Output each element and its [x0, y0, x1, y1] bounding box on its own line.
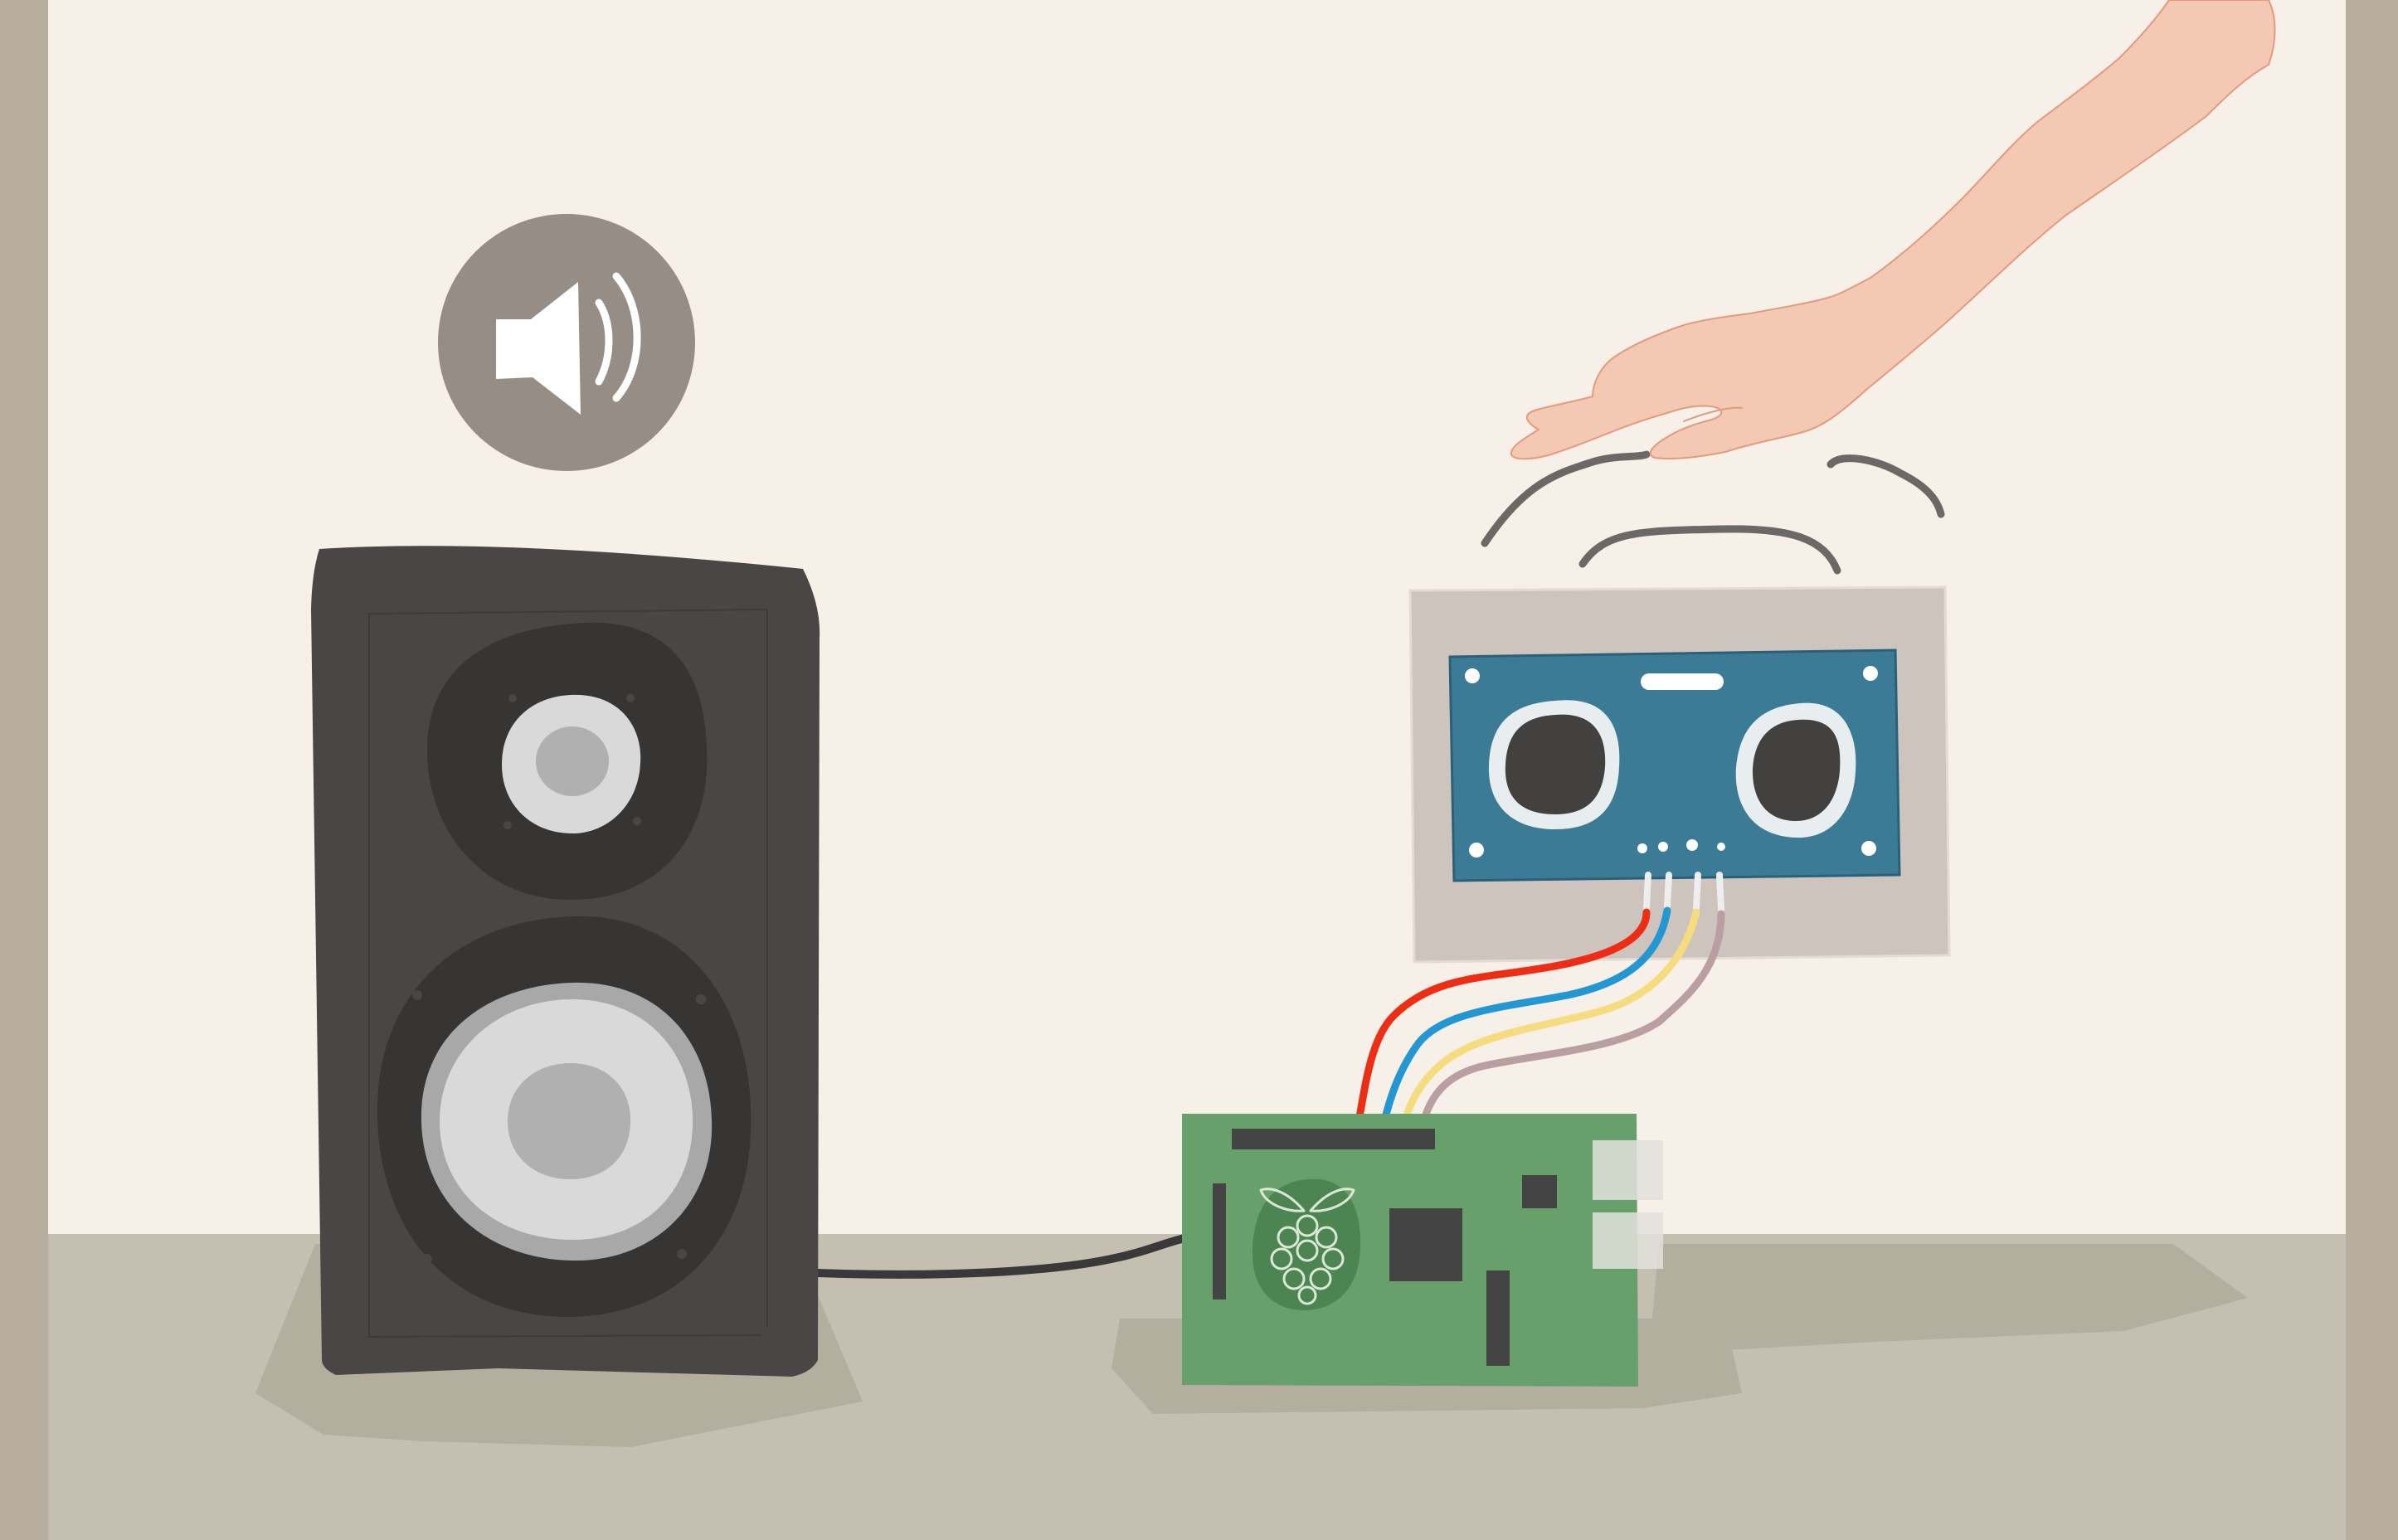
- wire-stub: [1693, 872, 1701, 911]
- wire-mauve: [1416, 910, 1725, 1142]
- hand-shadow: [1651, 1244, 2248, 1350]
- logo-berry: [1309, 1267, 1332, 1290]
- cabinet-screw: [761, 1328, 773, 1339]
- mount-hole: [1861, 841, 1876, 856]
- mount-hole: [1469, 843, 1484, 857]
- logo-leaf-right: [1309, 1188, 1355, 1212]
- wave-left: [1481, 450, 1651, 547]
- logo-berry: [1297, 1285, 1317, 1305]
- loudspeaker: [311, 546, 820, 1377]
- volume-speaker-glyph: [496, 282, 581, 415]
- logo-berry: [1296, 1214, 1319, 1237]
- sensor-pin: [1658, 842, 1668, 852]
- wire-red: [1352, 908, 1651, 1139]
- raspberry-logo-icon: [1252, 1178, 1361, 1310]
- sensor-waves: [1481, 450, 1945, 575]
- wire-stub: [1664, 872, 1672, 910]
- tweeter-screw: [508, 694, 517, 702]
- speaker-volume-icon: [496, 272, 641, 415]
- wire-stub: [1643, 872, 1651, 911]
- logo-berry: [1321, 1247, 1345, 1270]
- tweeter-screw: [626, 694, 635, 702]
- sensor-pin: [1717, 843, 1725, 851]
- crystal-oscillator: [1641, 673, 1724, 690]
- speaker-cable: [813, 1234, 1189, 1279]
- tweeter-dome: [536, 726, 609, 796]
- wave-center: [1578, 525, 1841, 575]
- wave-right: [1826, 454, 1945, 518]
- cabinet-screw: [774, 589, 786, 600]
- cabinet-screw: [330, 571, 342, 582]
- logo-berry: [1296, 1239, 1319, 1262]
- logo-backdrop: [1252, 1178, 1361, 1310]
- logo-berry: [1315, 1226, 1338, 1249]
- sensor-pin: [1637, 843, 1647, 853]
- soc-chip: [1389, 1208, 1462, 1281]
- camera-connector: [1486, 1270, 1510, 1366]
- logo-leaf-left: [1259, 1188, 1306, 1212]
- usb-controller: [1522, 1175, 1557, 1208]
- wire-stub: [1716, 872, 1724, 913]
- jumper-wires: [1352, 872, 1725, 1142]
- raspberry-pi-board: [1182, 1114, 1663, 1387]
- transducer-right: [1752, 719, 1841, 821]
- volume-wave-large: [612, 272, 641, 402]
- woofer-dustcap: [508, 1063, 631, 1179]
- gpio-header: [1232, 1129, 1435, 1149]
- wire-yellow: [1398, 908, 1700, 1142]
- cabinet-screw: [344, 1335, 353, 1343]
- woofer-screw: [422, 1254, 432, 1264]
- mount-hole: [1465, 668, 1480, 683]
- logo-berry: [1282, 1267, 1306, 1290]
- logo-berry: [1277, 1226, 1300, 1249]
- hand-finger-crease: [1683, 406, 1743, 422]
- woofer-screw: [412, 990, 422, 1000]
- tweeter-screw: [633, 817, 641, 825]
- logo-berry: [1270, 1247, 1293, 1270]
- mount-hole: [1863, 666, 1878, 681]
- usb-port: [1593, 1140, 1663, 1200]
- volume-wave-small: [595, 299, 613, 386]
- display-connector: [1213, 1183, 1226, 1300]
- woofer-screw: [677, 1249, 687, 1259]
- wire-blue: [1377, 906, 1671, 1140]
- tweeter-screw: [503, 821, 512, 829]
- transducer-left: [1505, 714, 1606, 814]
- ethernet-port: [1593, 1212, 1663, 1269]
- ultrasonic-sensor: [1408, 585, 1951, 964]
- woofer-screw: [696, 994, 706, 1004]
- volume-indicator: [438, 214, 695, 471]
- sensor-pin: [1686, 839, 1698, 851]
- hand: [1510, 0, 2276, 460]
